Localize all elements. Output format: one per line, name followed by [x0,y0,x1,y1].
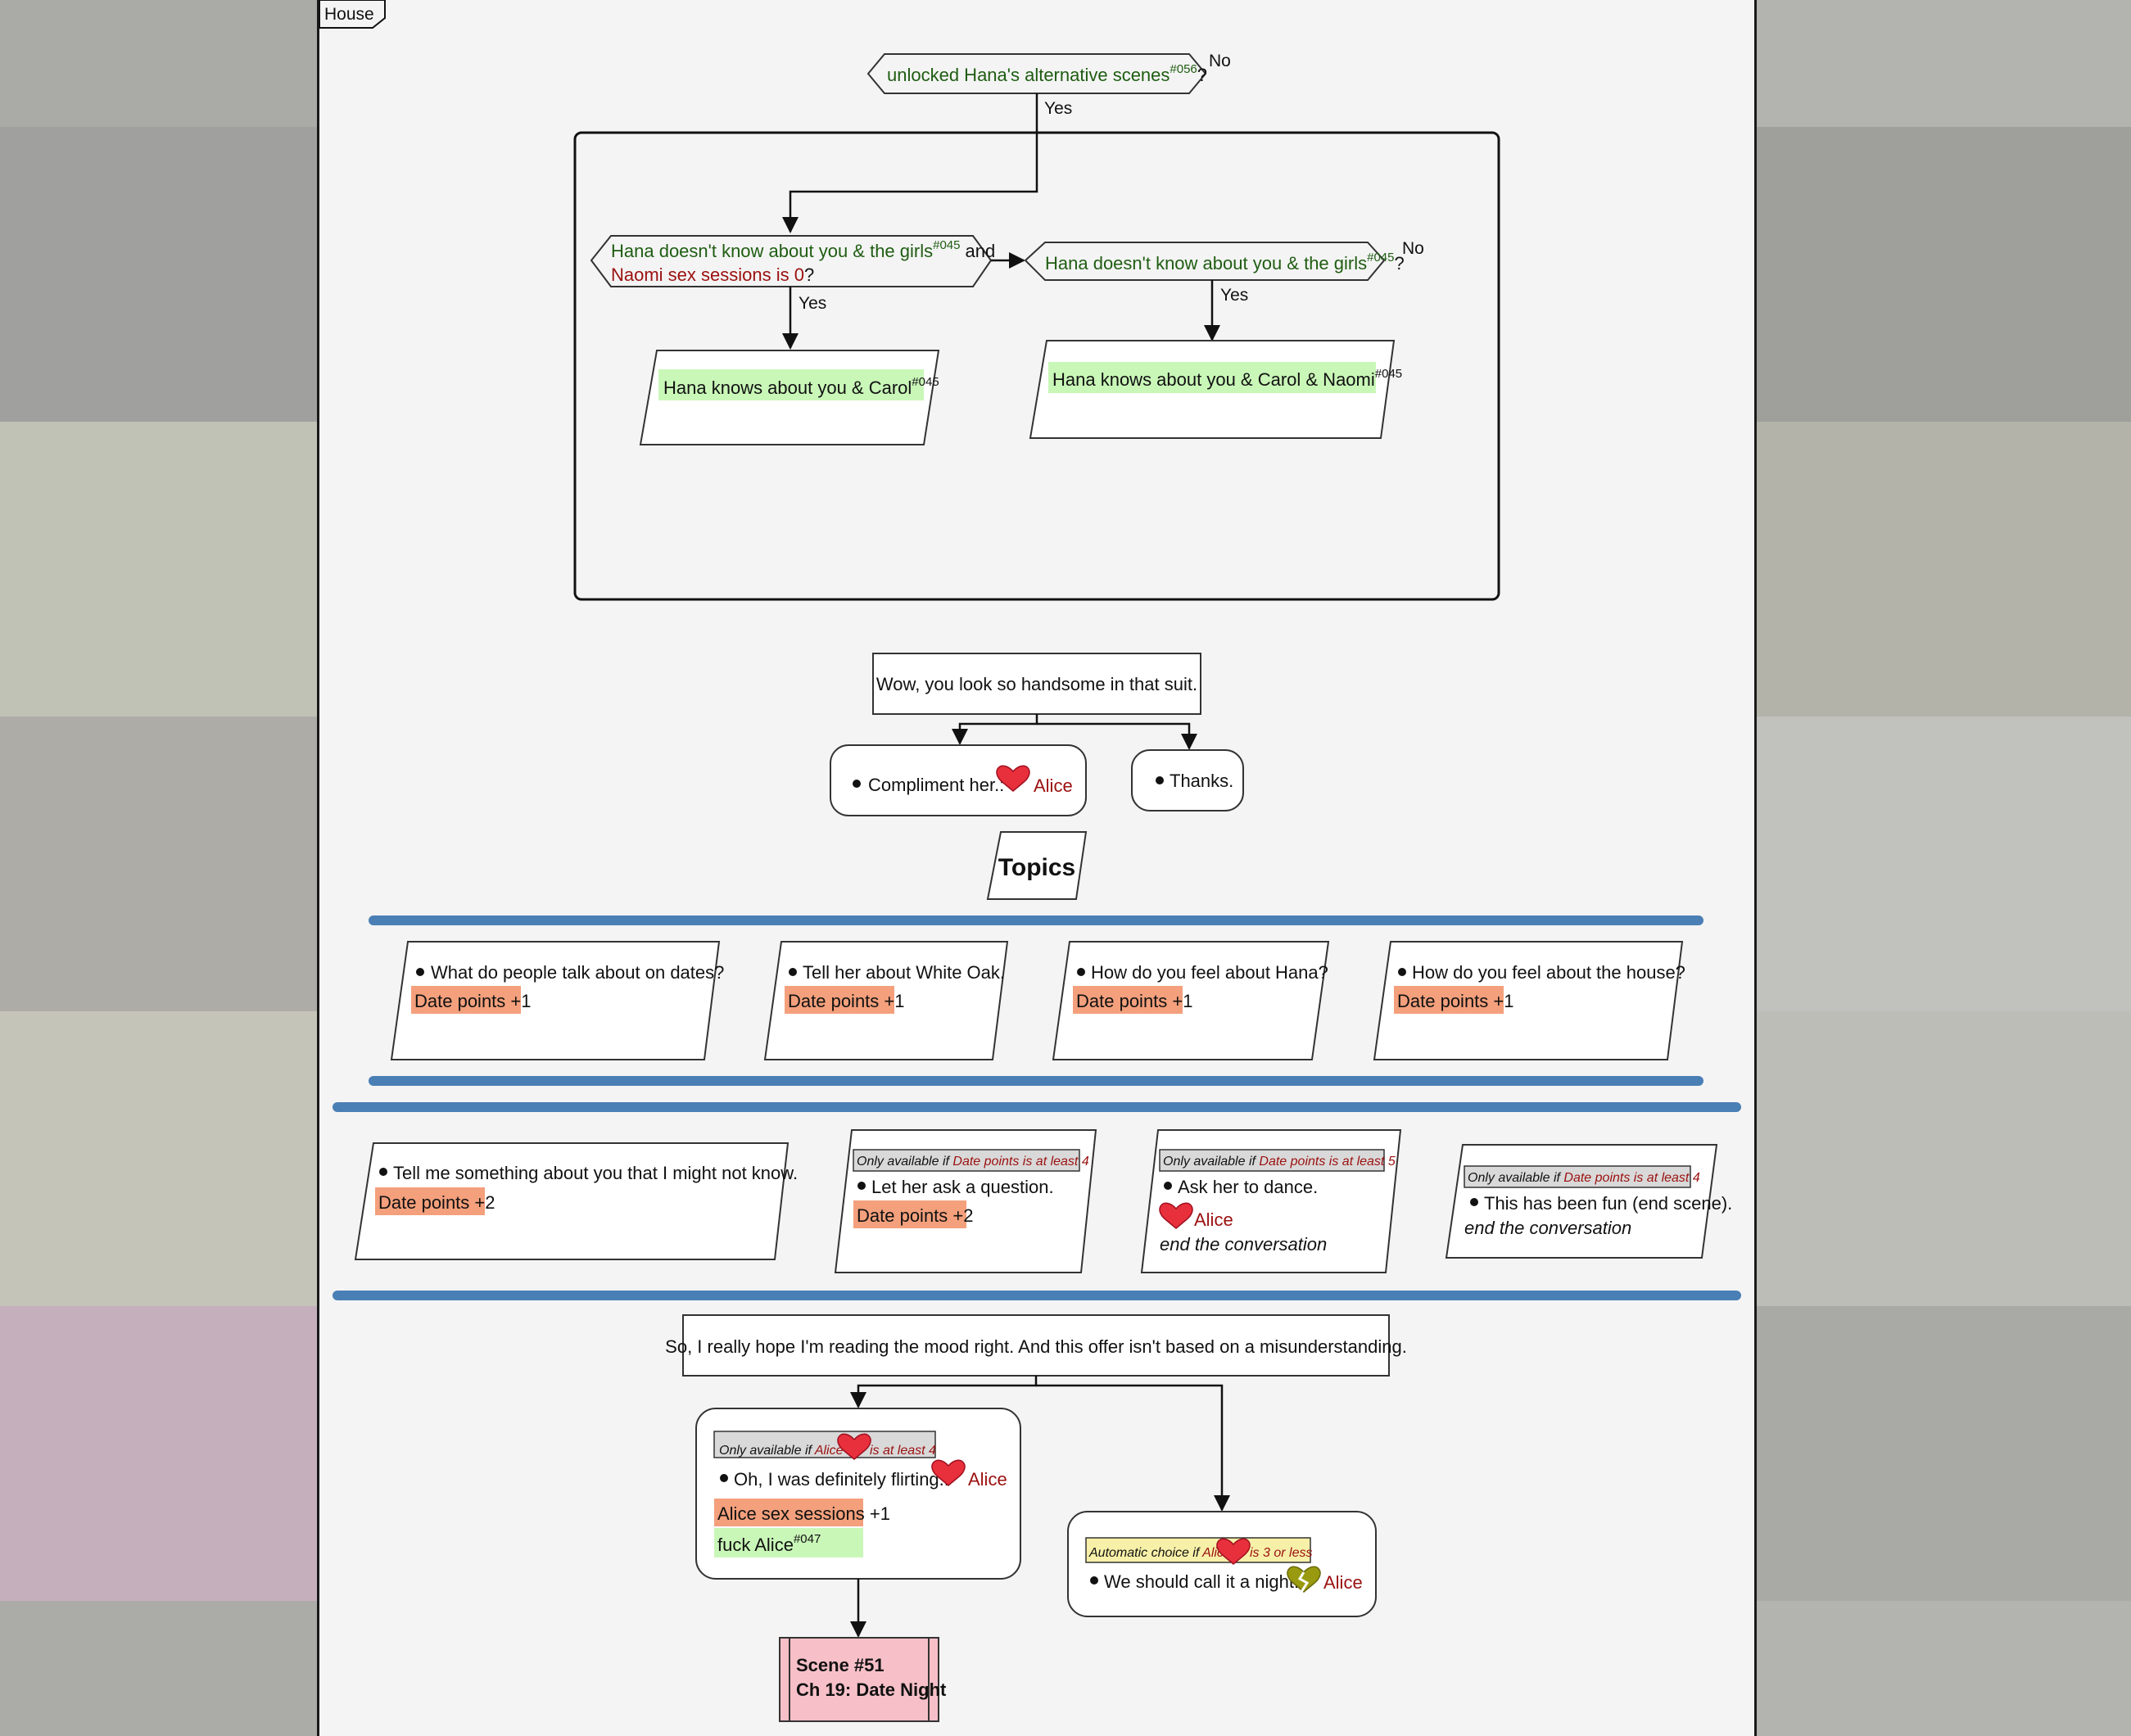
yes-label: Yes [1044,99,1072,118]
svg-text:Date points +1: Date points +1 [1076,991,1192,1011]
no-label: No [1209,52,1231,70]
svg-text:unlocked Hana's alternative sc: unlocked Hana's alternative scenes#056? [887,62,1207,85]
condition-group-box [573,131,1500,601]
svg-text:Alice: Alice [1034,775,1073,796]
svg-text:Compliment her.:: Compliment her.: [868,775,1004,795]
result-b: Hana knows about you & Carol & Naomi#045 [1029,340,1402,439]
svg-text:Oh, I was definitely flirting.: Oh, I was definitely flirting.: [734,1469,949,1490]
condition-unlocked-ref: #056 [1170,62,1197,76]
svg-text:Ask her to dance.: Ask her to dance. [1178,1177,1318,1197]
svg-text:is 3 or less: is 3 or less [1250,1546,1312,1560]
svg-text:Alice sex sessions +1: Alice sex sessions +1 [717,1503,890,1524]
svg-text:Alice: Alice [1323,1572,1363,1593]
topic-1-4[interactable]: How do you feel about the house? Date po… [1373,941,1685,1060]
svg-text:is at least 4: is at least 4 [870,1444,936,1458]
separator [333,1291,1741,1300]
svg-text:We should call it a night.:: We should call it a night.: [1104,1571,1304,1592]
svg-text:Hana doesn't know about you &: Hana doesn't know about you & the girls#… [611,238,995,261]
svg-text:This has been fun (end scene).: This has been fun (end scene). [1484,1193,1732,1214]
condition-a: Hana doesn't know about you & the girls#… [590,235,995,313]
svg-text:end the conversation: end the conversation [1464,1218,1631,1238]
svg-text:Only available if Alice: Only available if Alice [719,1444,844,1458]
condition-unlocked: unlocked Hana's alternative scenes#056? … [866,52,1231,118]
svg-text:Tell me something about you th: Tell me something about you that I might… [393,1163,798,1183]
svg-text:Date points +1: Date points +1 [1397,991,1513,1011]
separator [333,1102,1741,1112]
scene-box[interactable]: Scene #51 Ch 19: Date Night [779,1637,947,1722]
scene-title: Ch 19: Date Night [796,1679,947,1700]
svg-text:Alice: Alice [968,1469,1007,1490]
svg-text:Tell her about White Oak.: Tell her about White Oak. [803,962,1005,983]
svg-text:Date points +1: Date points +1 [788,991,904,1011]
svg-text:How do you feel about the hous: How do you feel about the house? [1412,962,1685,983]
svg-text:Automatic choice if Alice: Automatic choice if Alice [1088,1546,1231,1560]
topic-2-4[interactable]: Only available if Date points is at leas… [1445,1144,1732,1259]
svg-text:end the conversation: end the conversation [1160,1234,1327,1255]
svg-text:Hana knows about you & Carol &: Hana knows about you & Carol & Naomi#045 [1052,367,1402,390]
scene-number: Scene #51 [796,1655,885,1675]
choice-compliment[interactable]: Compliment her.: Alice [830,744,1087,816]
svg-text:Only available if Date points: Only available if Date points is at leas… [1468,1171,1700,1185]
topics-header: Topics [986,831,1088,900]
dialog-line-2: So, I really hope I'm reading the mood r… [665,1314,1407,1377]
svg-text:Hana doesn't know about you &: Hana doesn't know about you & the girls#… [1045,251,1405,274]
choice-flirting[interactable]: Only available if Alice is at least 4 Oh… [695,1408,1021,1580]
svg-text:fuck Alice#047: fuck Alice#047 [717,1532,821,1555]
svg-text:Topics: Topics [998,854,1075,881]
svg-text:Date points +2: Date points +2 [857,1205,973,1226]
svg-text:Date points +2: Date points +2 [378,1192,495,1213]
separator [369,915,1703,925]
svg-text:Hana knows about you & Carol#0: Hana knows about you & Carol#045 [663,375,939,398]
topic-2-2[interactable]: Only available if Date points is at leas… [834,1129,1097,1273]
svg-text:Alice: Alice [1194,1209,1233,1230]
topic-1-2[interactable]: Tell her about White Oak. Date points +1 [763,941,1009,1060]
topic-2-3[interactable]: Only available if Date points is at leas… [1140,1129,1402,1273]
topic-1-1[interactable]: What do people talk about on dates? Date… [390,941,724,1060]
svg-text:What do people talk about on d: What do people talk about on dates? [431,962,724,983]
cond-b-yes: Yes [1220,286,1248,305]
cond-a-yes: Yes [799,294,826,313]
cond-b-no: No [1402,239,1424,258]
choice-thanks[interactable]: Thanks. [1131,749,1244,811]
frame-label: House [324,5,374,24]
svg-text:Thanks.: Thanks. [1170,771,1233,791]
separator [369,1076,1703,1086]
result-a: Hana knows about you & Carol#045 [639,350,940,445]
choice-call-it-a-night[interactable]: Automatic choice if Alice is 3 or less W… [1067,1511,1377,1617]
svg-text:So, I really hope I'm reading: So, I really hope I'm reading the mood r… [665,1336,1407,1357]
broken-heart-icon [1287,1566,1321,1593]
svg-text:Let her ask a question.: Let her ask a question. [871,1177,1054,1197]
dialog-line-1: Wow, you look so handsome in that suit. [872,653,1201,715]
svg-text:Naomi sex sessions is 0?: Naomi sex sessions is 0? [611,264,814,285]
svg-text:Only available if Date points: Only available if Date points is at leas… [857,1155,1089,1169]
topic-2-1[interactable]: Tell me something about you that I might… [354,1142,798,1260]
svg-text:Wow, you look so handsome in t: Wow, you look so handsome in that suit. [876,674,1197,694]
svg-text:Date points +1: Date points +1 [414,991,531,1011]
condition-unlocked-text: unlocked Hana's alternative scenes [887,65,1170,85]
svg-text:How do you feel about Hana?: How do you feel about Hana? [1091,962,1328,983]
condition-b: Hana doesn't know about you & the girls#… [1024,239,1424,305]
frame-tab: House [319,0,386,29]
topic-1-3[interactable]: How do you feel about Hana? Date points … [1052,941,1330,1060]
svg-text:Only available if Date points: Only available if Date points is at leas… [1163,1155,1396,1169]
